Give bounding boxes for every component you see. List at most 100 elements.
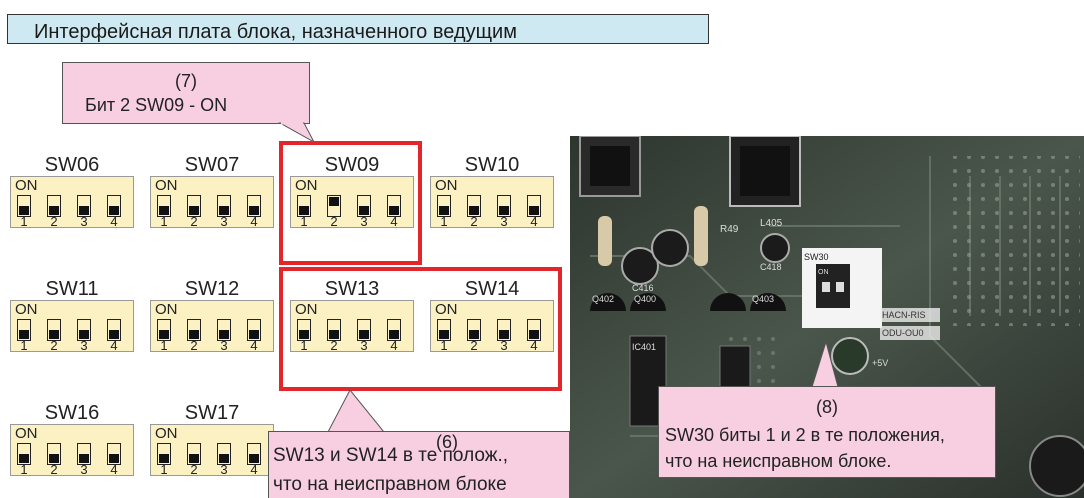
callout-8-line-2: что на неисправном блоке. [665,449,891,473]
sw16-bit-numbers: 1 2 3 4 [11,463,135,477]
sw13-on-label: ON [295,302,318,318]
sw12-dip-switch: ON 1 2 3 4 [150,300,274,352]
photo-label-l405: L405 [760,218,783,229]
sw10-dip-switch: ON 1 2 3 4 [430,176,554,228]
sw12-on-label: ON [155,302,178,318]
sw14-bit-number: 2 [467,339,481,353]
sw07-on-label: ON [155,178,178,194]
sw09-label: SW09 [282,154,422,176]
photo-label-c416: C416 [632,283,654,293]
sw07-label: SW07 [142,154,282,176]
sw10-bit-number: 1 [437,215,451,229]
photo-label-on: ON [818,269,829,276]
sw07-bit-number: 1 [157,215,171,229]
sw09-bit-number: 3 [357,215,371,229]
sw06-bit-number: 2 [47,215,61,229]
callout-7-text: Бит 2 SW09 - ON [85,93,227,117]
callout-7-number: (7) [63,69,309,93]
sw09-bit-2-knob [329,197,339,206]
sw11-dip-switch: ON 1 2 3 4 [10,300,134,352]
sw13-bit-number: 1 [297,339,311,353]
callout-8: (8) SW30 биты 1 и 2 в те положения, что … [658,386,996,478]
sw06-bit-number: 1 [17,215,31,229]
sw11-label: SW11 [2,278,142,300]
sw17-bit-number: 3 [217,463,231,477]
sw12-bit-numbers: 1 2 3 4 [151,339,275,353]
photo-label-ic401: IC401 [632,342,656,352]
sw07-dip-switch: ON 1 2 3 4 [150,176,274,228]
sw10-bit-numbers: 1 2 3 4 [431,215,555,229]
photo-label-q403: Q403 [752,294,774,304]
sw10-bit-number: 4 [527,215,541,229]
sw17-bit-number: 1 [157,463,171,477]
sw16-bit-number: 3 [77,463,91,477]
callout-6-line-2: что на неисправном блоке [273,473,507,497]
sw13-bit-number: 4 [387,339,401,353]
sw07-bit-number: 3 [217,215,231,229]
sw14-bit-numbers: 1 2 3 4 [431,339,555,353]
sw07-bit-number: 4 [247,215,261,229]
sw10-bit-number: 2 [467,215,481,229]
sw11-bit-number: 2 [47,339,61,353]
title-bar: Интерфейсная плата блока, назначенного в… [7,14,709,44]
sw13-dip-switch: ON 1 2 3 4 [290,300,414,352]
sw14-bit-number: 3 [497,339,511,353]
callout-8-number: (8) [659,395,995,419]
callout-7: (7) Бит 2 SW09 - ON [62,62,310,124]
callout-6-line-1: SW13 и SW14 в те полож., [273,444,508,468]
sw07-bit-numbers: 1 2 3 4 [151,215,275,229]
sw17-dip-switch: ON 1 2 3 4 [150,424,274,476]
sw11-bit-numbers: 1 2 3 4 [11,339,135,353]
sw09-bit-number: 4 [387,215,401,229]
sw11-bit-number: 4 [107,339,121,353]
sw13-bit-numbers: 1 2 3 4 [291,339,415,353]
callout-8-line-1: SW30 биты 1 и 2 в те положения, [665,423,945,447]
sw16-label: SW16 [2,402,142,424]
sw12-bit-number: 3 [217,339,231,353]
photo-label-odu: ODU-OU0 [882,328,924,338]
sw17-bit-number: 4 [247,463,261,477]
sw06-label: SW06 [2,154,142,176]
sw07-bit-number: 2 [187,215,201,229]
sw06-bit-number: 3 [77,215,91,229]
sw17-label: SW17 [142,402,282,424]
sw10-bit-number: 3 [497,215,511,229]
sw13-bit-number: 3 [357,339,371,353]
sw14-bit-number: 4 [527,339,541,353]
sw09-bit-number: 2 [327,215,341,229]
photo-label-q400: Q400 [634,294,656,304]
photo-label-hacn: HACN-RIS [882,310,926,320]
sw11-on-label: ON [15,302,38,318]
sw14-label: SW14 [422,278,562,300]
sw12-bit-number: 1 [157,339,171,353]
photo-label-sw30: SW30 [804,252,829,262]
sw09-on-label: ON [295,178,318,194]
sw16-on-label: ON [15,426,38,442]
sw13-bit-number: 2 [327,339,341,353]
sw16-dip-switch: ON 1 2 3 4 [10,424,134,476]
sw11-bit-number: 3 [77,339,91,353]
page-title: Интерфейсная плата блока, назначенного в… [34,21,517,43]
sw17-on-label: ON [155,426,178,442]
sw09-bit-number: 1 [297,215,311,229]
sw13-label: SW13 [282,278,422,300]
sw14-dip-switch: ON 1 2 3 4 [430,300,554,352]
sw06-bit-numbers: 1 2 3 4 [11,215,135,229]
sw12-bit-number: 2 [187,339,201,353]
sw12-bit-number: 4 [247,339,261,353]
sw16-bit-number: 2 [47,463,61,477]
sw14-on-label: ON [435,302,458,318]
sw10-label: SW10 [422,154,562,176]
photo-label-5v: +5V [872,358,888,368]
sw06-bit-number: 4 [107,215,121,229]
sw10-on-label: ON [435,178,458,194]
photo-label-c418: C418 [760,262,782,272]
sw16-bit-number: 4 [107,463,121,477]
sw17-bit-number: 2 [187,463,201,477]
sw11-bit-number: 1 [17,339,31,353]
sw16-bit-number: 1 [17,463,31,477]
sw14-bit-number: 1 [437,339,451,353]
sw17-bit-numbers: 1 2 3 4 [151,463,275,477]
photo-label-q402: Q402 [592,294,614,304]
